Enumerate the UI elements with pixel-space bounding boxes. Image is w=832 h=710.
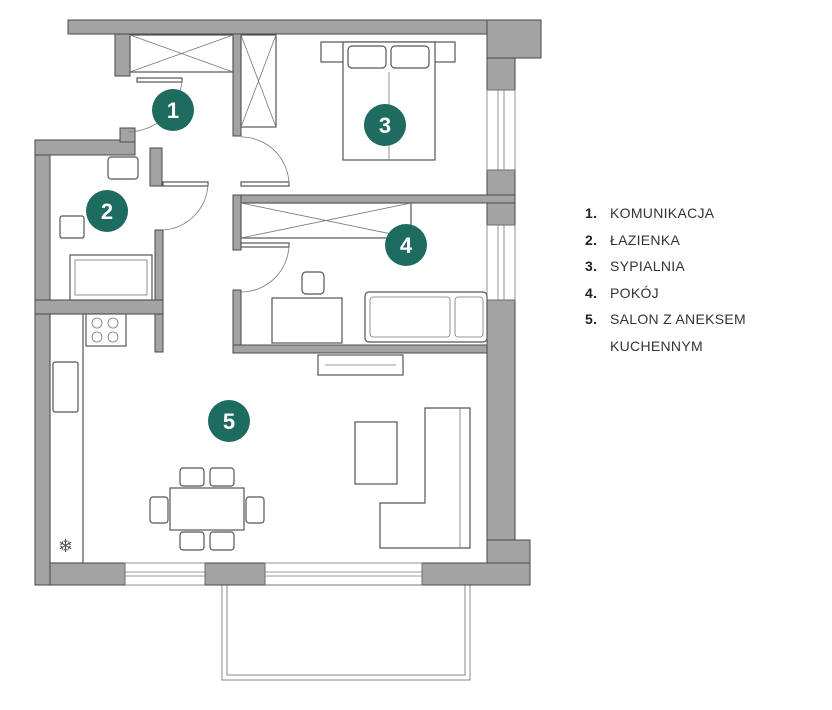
room-legend: 1. KOMUNIKACJA 2. ŁAZIENKA 3. SYPIALNIA 4. P… xyxy=(585,200,746,359)
room-marker-5: 5 xyxy=(208,400,250,442)
room-marker-1: 1 xyxy=(152,89,194,131)
room-marker-3: 3 xyxy=(364,104,406,146)
legend-label: ŁAZIENKA xyxy=(610,231,681,248)
legend-label: SALON Z ANEKSEM xyxy=(610,311,746,327)
room4-furniture xyxy=(271,271,488,376)
kitchen-living-furniture: ❄ xyxy=(49,313,471,564)
svg-text:4: 4 xyxy=(400,233,413,258)
balcony xyxy=(221,584,471,681)
svg-text:2: 2 xyxy=(101,199,113,224)
svg-text:❄: ❄ xyxy=(58,536,73,556)
legend-item: 1. KOMUNIKACJA xyxy=(585,200,746,227)
legend-number: 2. xyxy=(585,231,598,248)
svg-text:1: 1 xyxy=(167,98,179,123)
legend-item: 5. SALON Z ANEKSEM xyxy=(585,306,746,333)
room-marker-4: 4 xyxy=(385,224,427,266)
doors xyxy=(127,77,290,293)
legend-label-continued: KUCHENNYM xyxy=(610,337,703,354)
svg-text:3: 3 xyxy=(379,113,391,138)
legend-label: POKÓJ xyxy=(610,284,659,301)
legend-item: 3. SYPIALNIA xyxy=(585,253,746,280)
legend-number: 1. xyxy=(585,205,598,221)
walls xyxy=(34,19,542,586)
legend-item: 2. ŁAZIENKA xyxy=(585,227,746,254)
windows xyxy=(124,89,516,586)
wardrobes xyxy=(129,34,412,239)
legend-item: 4. POKÓJ xyxy=(585,280,746,307)
legend-label: SYPIALNIA xyxy=(610,258,686,274)
legend-number: 5. xyxy=(585,311,598,327)
room-marker-2: 2 xyxy=(86,190,128,232)
svg-text:5: 5 xyxy=(223,409,235,434)
bathroom-fixtures xyxy=(59,156,153,301)
legend-number: 4. xyxy=(585,284,598,301)
legend-number: 3. xyxy=(585,258,598,274)
legend-label: KOMUNIKACJA xyxy=(610,205,715,221)
